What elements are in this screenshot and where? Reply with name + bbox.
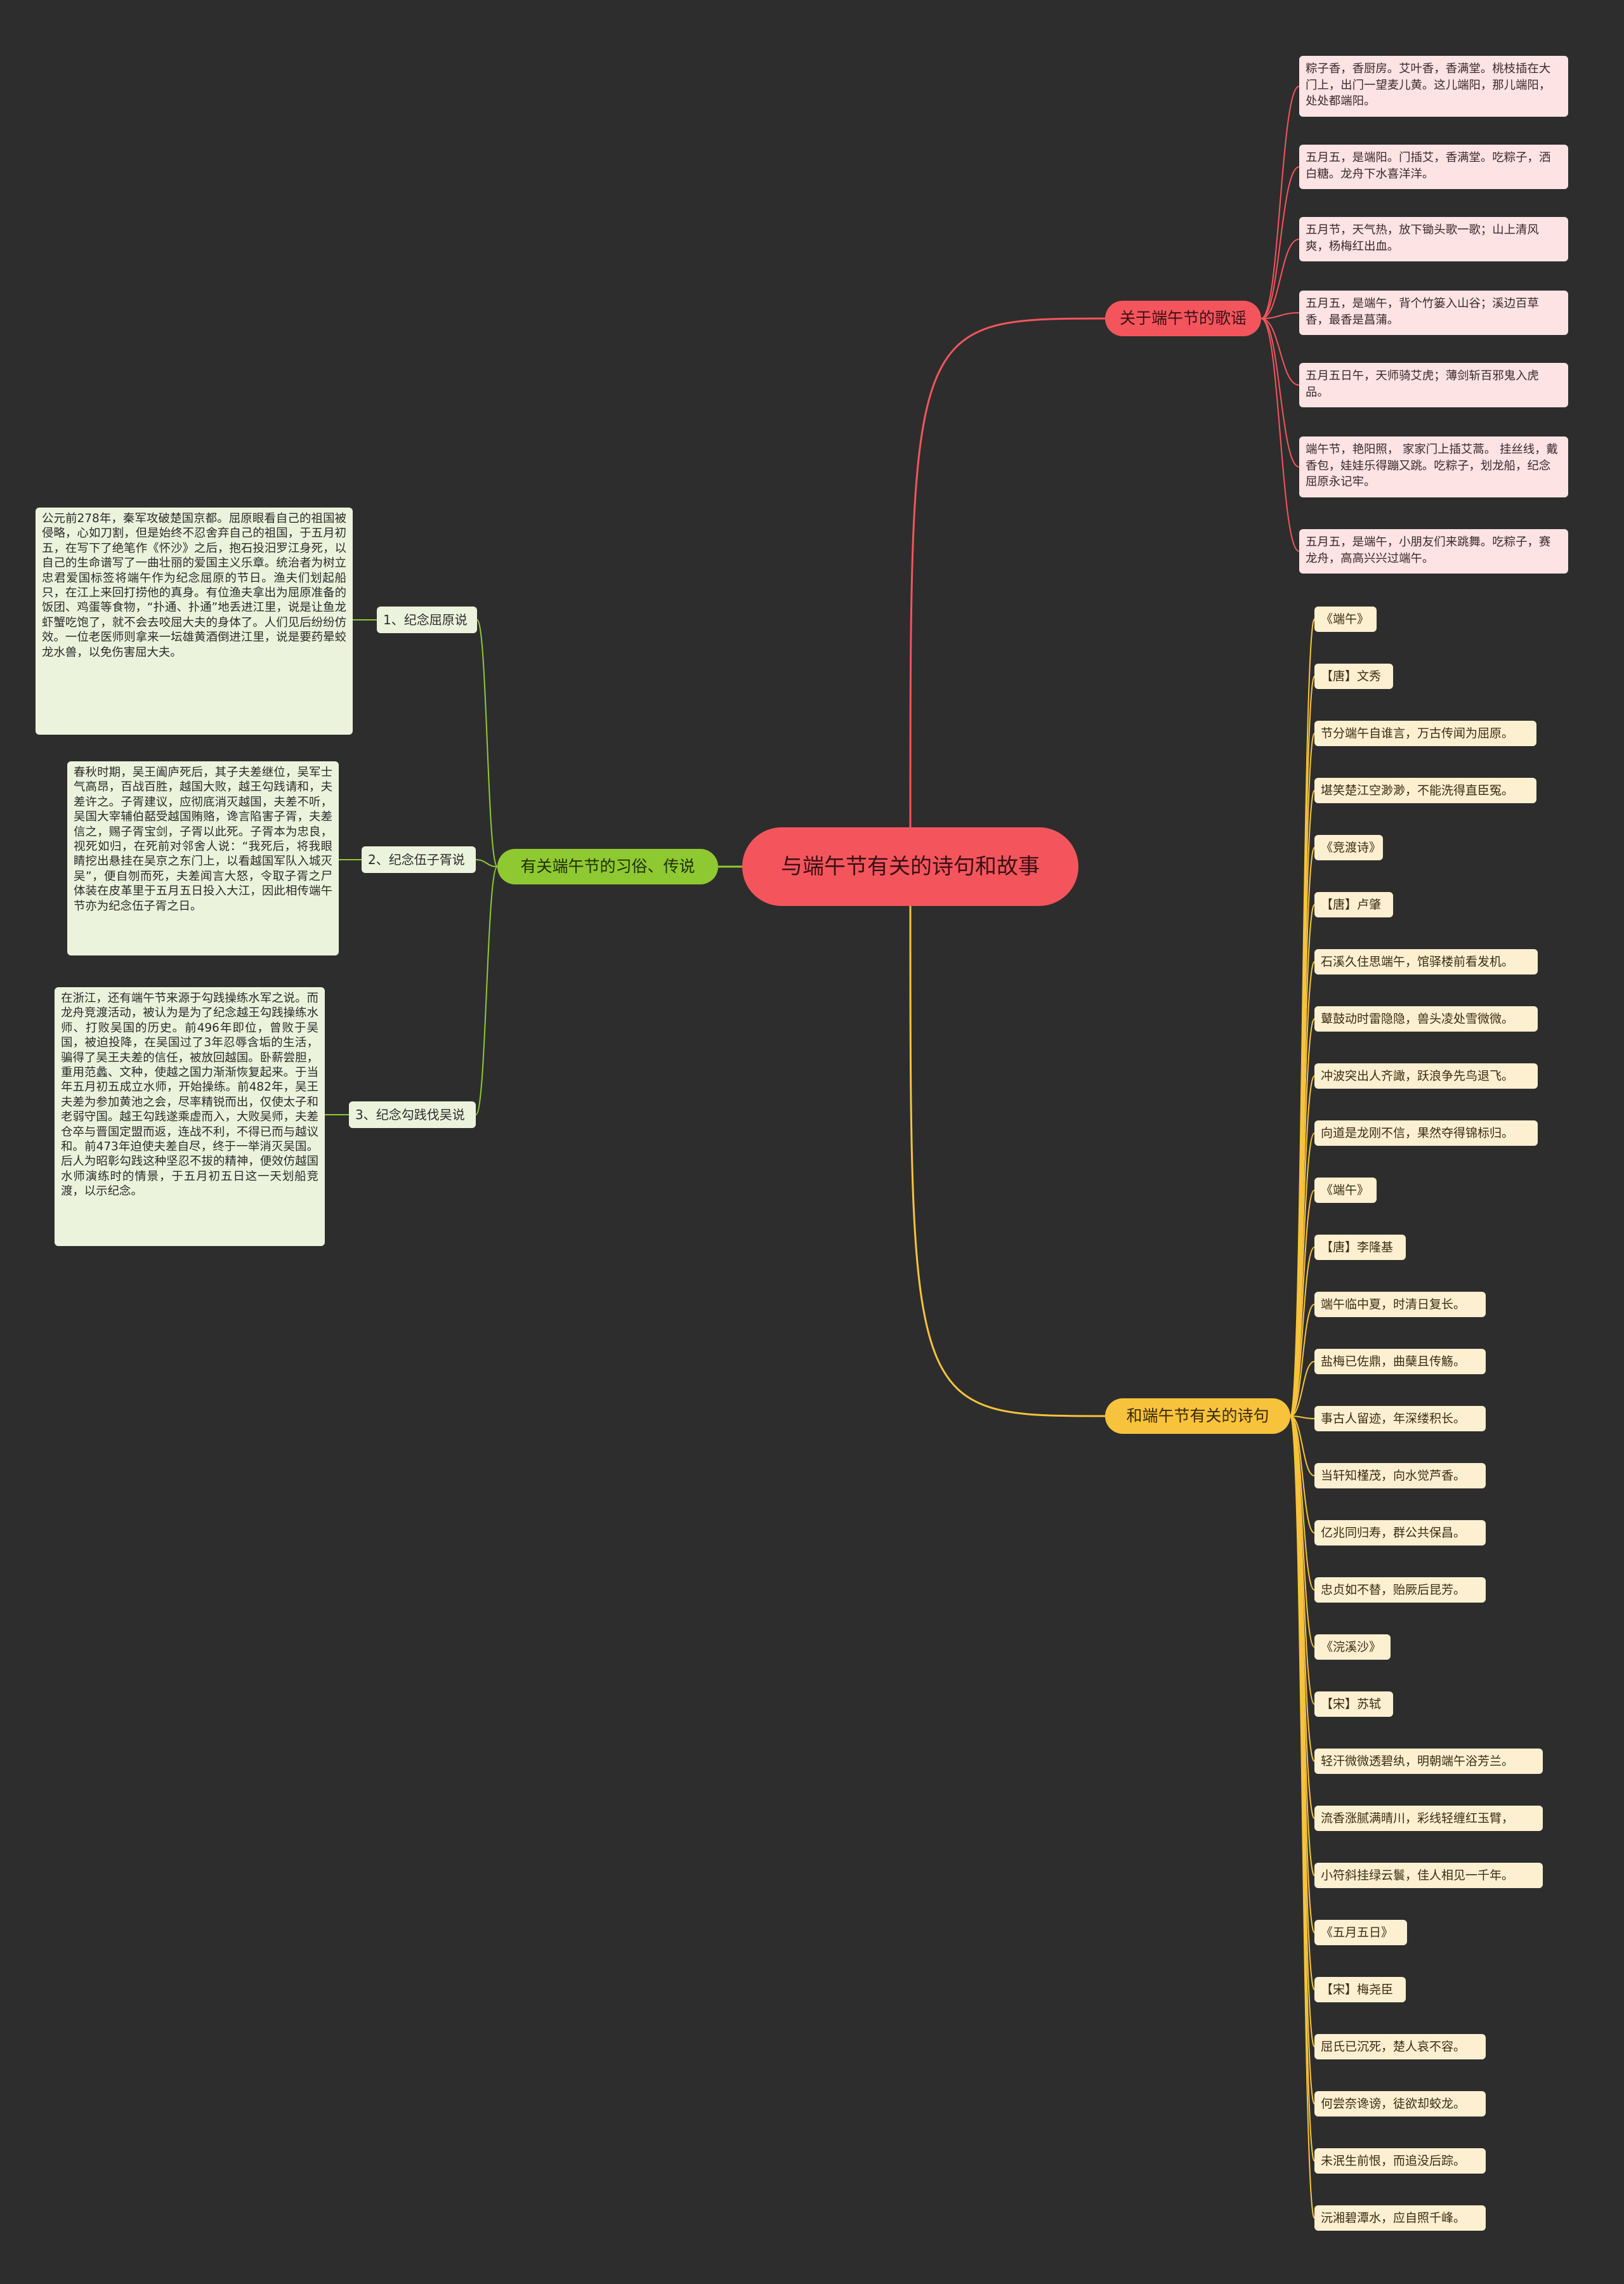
poem-line[interactable]: 冲波突出人齐譀，跃浪争先鸟退飞。 <box>1314 1063 1538 1089</box>
poem-line[interactable]: 小符斜挂绿云鬟，佳人相见一千年。 <box>1314 1863 1543 1888</box>
root-topic[interactable]: 与端午节有关的诗句和故事 <box>742 827 1078 906</box>
link-root-songs <box>909 317 1106 828</box>
custom-story[interactable]: 在浙江，还有端午节来源于勾践操练水军之说。而龙舟竞渡活动，被认为是为了纪念越王勾… <box>55 987 325 1246</box>
song-item[interactable]: 端午节，艳阳照， 家家门上插艾蒿。 挂丝线，戴香包，娃娃乐得蹦又跳。吃粽子，划龙… <box>1299 436 1568 497</box>
link-song <box>1261 312 1300 319</box>
root-title: 与端午节有关的诗句和故事 <box>781 854 1040 879</box>
branch-songs-label: 关于端午节的歌谣 <box>1119 309 1247 327</box>
link-custom-sub <box>476 619 498 867</box>
poem-line[interactable]: 沅湘碧潭水，应自照千峰。 <box>1314 2205 1486 2231</box>
link-custom-sub <box>475 859 498 867</box>
poem-line[interactable]: 屈氏已沉死，楚人哀不容。 <box>1314 2034 1486 2059</box>
link-custom-sub <box>475 866 498 1115</box>
song-item[interactable]: 五月五日午，天师骑艾虎；薄剑斩百邪鬼入虎品。 <box>1299 363 1568 407</box>
poem-line[interactable]: 轻汗微微透碧纨，明朝端午浴芳兰。 <box>1314 1749 1543 1774</box>
poem-line[interactable]: 【唐】卢肇 <box>1314 892 1393 917</box>
link-root-poems <box>909 905 1106 1417</box>
poem-line[interactable]: 《五月五日》 <box>1314 1920 1407 1945</box>
poem-line[interactable]: 节分端午自谁言，万古传闻为屈原。 <box>1314 721 1536 746</box>
poem-line[interactable]: 何尝奈谗谤，徒欲却蛟龙。 <box>1314 2091 1486 2117</box>
poem-line[interactable]: 【宋】梅尧臣 <box>1314 1977 1406 2002</box>
link-poem <box>1290 1415 1315 1476</box>
link-song <box>1261 318 1300 552</box>
poem-line[interactable]: 【唐】李隆基 <box>1314 1235 1406 1260</box>
song-item[interactable]: 五月节，天气热，放下锄头歌一歌；山上清风爽，杨梅红出血。 <box>1299 217 1568 261</box>
song-item[interactable]: 粽子香，香厨房。艾叶香，香满堂。桃枝插在大门上，出门一望麦儿黄。这儿端阳，那儿端… <box>1299 56 1568 117</box>
link-song <box>1261 86 1300 319</box>
link-poem <box>1290 1190 1315 1417</box>
poem-line[interactable]: 【宋】苏轼 <box>1314 1691 1393 1717</box>
link-song <box>1261 318 1300 468</box>
poem-line[interactable]: 石溪久住思端午，馆驿楼前看发机。 <box>1314 949 1538 975</box>
poem-line[interactable]: 向道是龙刚不信，果然夺得锦标归。 <box>1314 1120 1538 1146</box>
custom-subtopic[interactable]: 2、纪念伍子胥说 <box>362 846 476 873</box>
link-poem <box>1290 1247 1315 1417</box>
link-song <box>1261 166 1300 319</box>
poem-line[interactable]: 《竞渡诗》 <box>1314 835 1383 860</box>
link-song <box>1261 239 1300 319</box>
branch-customs[interactable]: 有关端午节的习俗、传说 <box>497 849 718 884</box>
branch-songs[interactable]: 关于端午节的歌谣 <box>1105 301 1261 336</box>
poem-line[interactable]: 《端午》 <box>1314 1178 1377 1203</box>
poem-line[interactable]: 盐梅已佐鼎，曲蘖且传觞。 <box>1314 1349 1486 1374</box>
link-poem <box>1290 1304 1315 1417</box>
link-poem <box>1290 1361 1315 1417</box>
song-item[interactable]: 五月五，是端阳。门插艾，香满堂。吃粽子，洒白糖。龙舟下水喜洋洋。 <box>1299 145 1568 189</box>
poem-line[interactable]: 堪笑楚江空渺渺，不能洗得直臣冤。 <box>1314 778 1536 803</box>
poem-line[interactable]: 流香涨腻满晴川，彩线轻缠红玉臂， <box>1314 1806 1543 1831</box>
poem-line[interactable]: 《端午》 <box>1314 607 1377 632</box>
link-poem <box>1290 1415 1315 1533</box>
poem-line[interactable]: 亿兆同归寿，群公共保昌。 <box>1314 1520 1486 1546</box>
custom-story[interactable]: 春秋时期，吴王阖庐死后，其子夫差继位，吴军士气高昂，百战百胜，越国大败，越王勾践… <box>67 761 339 955</box>
song-item[interactable]: 五月五，是端午，背个竹篓入山谷；溪边百草香，最香是菖蒲。 <box>1299 291 1568 335</box>
custom-subtopic[interactable]: 1、纪念屈原说 <box>377 607 477 633</box>
branch-poems[interactable]: 和端午节有关的诗句 <box>1105 1398 1290 1434</box>
poem-line[interactable]: 端午临中夏，时清日复长。 <box>1314 1292 1486 1317</box>
branch-customs-label: 有关端午节的习俗、传说 <box>520 857 695 876</box>
poem-line[interactable]: 鼙鼓动时雷隐隐，兽头凌处雪微微。 <box>1314 1006 1538 1032</box>
poem-line[interactable]: 事古人留迹，年深缕积长。 <box>1314 1406 1486 1431</box>
custom-subtopic[interactable]: 3、纪念勾践伐吴说 <box>349 1101 476 1128</box>
song-item[interactable]: 五月五，是端午，小朋友们来跳舞。吃粽子，赛龙舟，高高兴兴过端午。 <box>1299 529 1568 574</box>
poem-line[interactable]: 【唐】文秀 <box>1314 664 1393 689</box>
poem-line[interactable]: 忠贞如不替，贻厥后昆芳。 <box>1314 1577 1486 1603</box>
poem-line[interactable]: 未泯生前恨，而追没后踪。 <box>1314 2148 1486 2174</box>
link-poem <box>1290 1415 1315 1419</box>
poem-line[interactable]: 当轩知槿茂，向水觉芦香。 <box>1314 1463 1486 1488</box>
custom-story[interactable]: 公元前278年，秦军攻破楚国京都。屈原眼看自己的祖国被侵略，心如刀割，但是始终不… <box>36 508 353 735</box>
link-song <box>1261 318 1300 386</box>
link-poem <box>1290 1415 1315 2219</box>
poem-line[interactable]: 《浣溪沙》 <box>1314 1634 1391 1660</box>
branch-poems-label: 和端午节有关的诗句 <box>1126 1407 1269 1425</box>
